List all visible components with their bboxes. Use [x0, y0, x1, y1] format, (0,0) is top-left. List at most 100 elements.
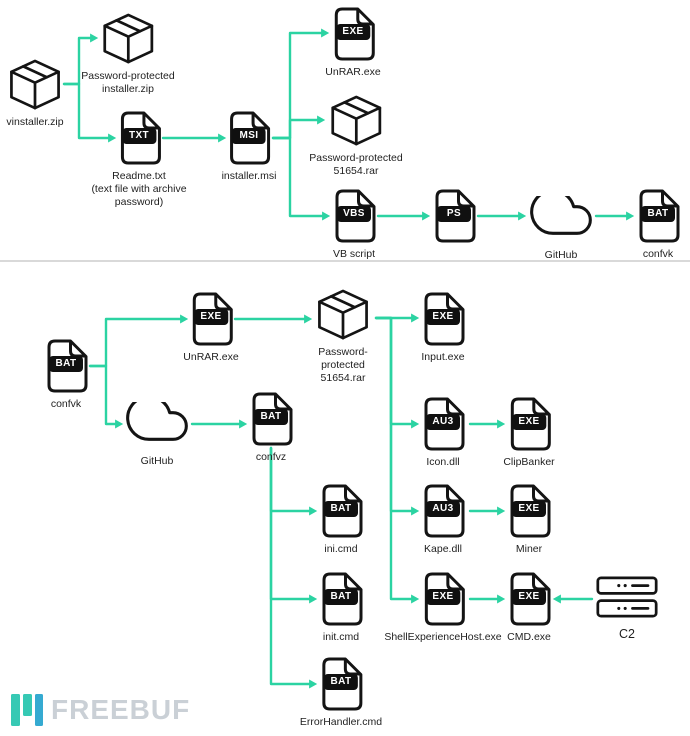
- node-label: C2: [619, 627, 635, 641]
- package-icon: [99, 12, 157, 65]
- node-label: Icon.dll: [426, 456, 460, 468]
- node-icon-dll: AU3 Icon.dll: [421, 397, 465, 469]
- file-type-badge: PS: [437, 206, 471, 222]
- node-label: Password-protected installer.zip: [81, 70, 175, 96]
- node-unrar-exe-top: EXE UnRAR.exe: [325, 7, 381, 79]
- node-github-top: GitHub: [529, 196, 593, 262]
- node-ps: PS: [432, 189, 476, 243]
- file-type-badge: EXE: [426, 309, 460, 325]
- edge: [374, 316, 420, 516]
- file-type-badge: EXE: [512, 501, 546, 517]
- node-input-exe: EXE Input.exe: [421, 292, 465, 364]
- node-label: Kape.dll: [424, 543, 462, 555]
- node-label: GitHub: [544, 249, 578, 261]
- file-icon: AU3: [421, 397, 465, 451]
- node-confvk-top: BAT confvk: [636, 189, 680, 261]
- node-init-cmd: BAT init.cmd: [319, 572, 363, 644]
- file-icon: EXE: [421, 572, 465, 626]
- server-icon: [596, 575, 658, 619]
- node-miner: EXE Miner: [507, 484, 551, 556]
- file-icon: PS: [432, 189, 476, 243]
- node-label: ClipBanker: [503, 456, 555, 468]
- edge: [88, 364, 124, 429]
- cloud-icon: [125, 402, 189, 450]
- node-ini-cmd: BAT ini.cmd: [319, 484, 363, 556]
- package-icon: [6, 58, 64, 111]
- node-label: UnRAR.exe: [325, 66, 381, 78]
- node-label: confvk: [50, 398, 82, 410]
- freebuf-logo-icon: [11, 694, 43, 726]
- node-label: Input.exe: [421, 351, 465, 363]
- file-type-badge: BAT: [641, 206, 675, 222]
- node-label: ini.cmd: [324, 543, 358, 555]
- node-label: UnRAR.exe: [183, 351, 239, 363]
- cloud-icon: [529, 196, 593, 244]
- node-unrar-exe: EXE UnRAR.exe: [183, 292, 239, 364]
- file-icon: BAT: [319, 657, 363, 711]
- node-installer-zip: Password-protected installer.zip: [81, 12, 175, 96]
- file-type-badge: EXE: [511, 414, 546, 430]
- file-type-badge: BAT: [324, 501, 358, 517]
- node-label: ShellExperienceHost.exe: [384, 631, 502, 643]
- node-label: GitHub: [140, 455, 174, 467]
- file-icon: BAT: [249, 392, 293, 446]
- file-icon: EXE: [507, 572, 551, 626]
- file-icon: EXE: [507, 484, 551, 538]
- file-type-badge: EXE: [335, 24, 370, 40]
- file-type-badge: EXE: [512, 589, 546, 605]
- file-icon: EXE: [507, 397, 551, 451]
- freebuf-logo-text: FREEBUF: [51, 694, 191, 725]
- node-label: Password-protected 51654.rar: [309, 152, 403, 178]
- file-type-badge: MSI: [231, 128, 266, 144]
- file-type-badge: BAT: [49, 356, 83, 372]
- node-label: Miner: [515, 543, 543, 555]
- node-kape-dll: AU3 Kape.dll: [421, 484, 465, 556]
- file-icon: BAT: [319, 572, 363, 626]
- file-icon: EXE: [331, 7, 375, 61]
- file-type-badge: EXE: [425, 589, 460, 605]
- node-github: GitHub: [125, 402, 189, 468]
- node-vb-script: VBS VB script: [332, 189, 376, 261]
- file-icon: EXE: [421, 292, 465, 346]
- node-label: init.cmd: [322, 631, 360, 643]
- node-installer-msi: MSI installer.msi: [221, 111, 277, 183]
- edge: [269, 446, 318, 604]
- node-label: confvz: [255, 451, 287, 463]
- file-type-badge: AU3: [426, 414, 460, 430]
- file-type-badge: TXT: [122, 128, 156, 144]
- edge: [374, 316, 420, 604]
- node-confvk: BAT confvk: [44, 339, 88, 411]
- file-type-badge: EXE: [193, 309, 228, 325]
- file-icon: MSI: [227, 111, 271, 165]
- file-type-badge: VBS: [337, 206, 371, 222]
- node-label: vinstaller.zip: [6, 116, 64, 128]
- file-icon: VBS: [332, 189, 376, 243]
- file-icon: BAT: [636, 189, 680, 243]
- node-label: VB script: [332, 248, 375, 260]
- package-icon: [314, 288, 372, 341]
- node-clipbanker: EXE ClipBanker: [503, 397, 555, 469]
- node-rar-top: Password-protected 51654.rar: [309, 94, 403, 178]
- node-label: Readme.txt (text file with archive passw…: [91, 170, 187, 209]
- node-rar: Password- protected 51654.rar: [314, 288, 372, 385]
- node-shellexperiencehost: EXE ShellExperienceHost.exe: [384, 572, 502, 644]
- node-label: Password- protected 51654.rar: [318, 346, 368, 385]
- file-icon: BAT: [319, 484, 363, 538]
- node-errorhandler-cmd: BAT ErrorHandler.cmd: [300, 657, 382, 729]
- node-readme-txt: TXT Readme.txt (text file with archive p…: [91, 111, 187, 209]
- file-icon: EXE: [189, 292, 233, 346]
- file-icon: BAT: [44, 339, 88, 393]
- edge: [269, 446, 318, 689]
- node-label: ErrorHandler.cmd: [299, 716, 383, 728]
- node-label: CMD.exe: [507, 631, 551, 643]
- file-type-badge: BAT: [254, 409, 288, 425]
- node-label: installer.msi: [221, 170, 277, 182]
- node-cmd-exe: EXE CMD.exe: [507, 572, 551, 644]
- file-icon: AU3: [421, 484, 465, 538]
- node-label: confvk: [642, 248, 674, 260]
- node-confvz: BAT confvz: [249, 392, 293, 464]
- edge: [88, 314, 189, 368]
- file-type-badge: BAT: [324, 589, 358, 605]
- file-type-badge: BAT: [324, 674, 358, 690]
- edge: [374, 316, 420, 429]
